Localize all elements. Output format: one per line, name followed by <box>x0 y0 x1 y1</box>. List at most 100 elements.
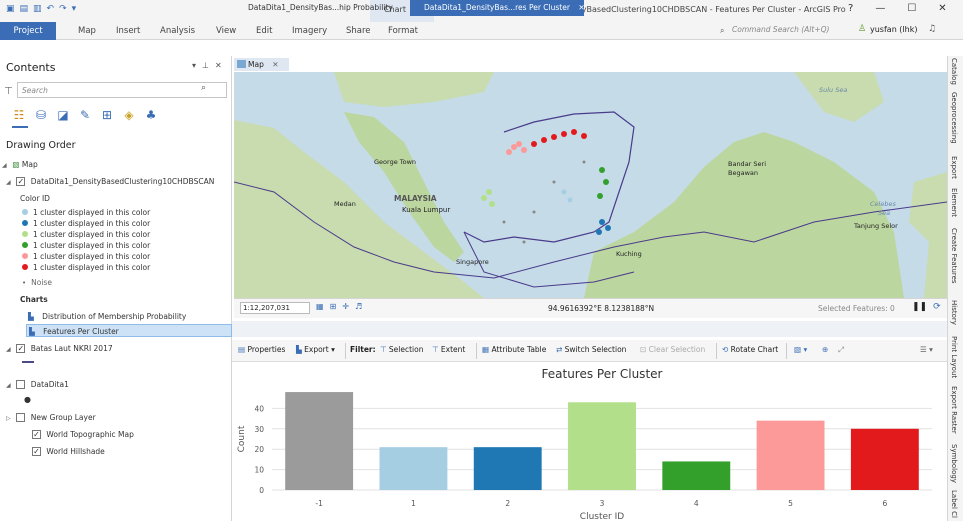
chart-context-label: Chart <box>384 5 406 14</box>
pane-options-icon[interactable]: ▾ <box>192 61 197 70</box>
refresh-icon[interactable]: ⟳ <box>933 302 941 312</box>
pin-icon[interactable]: ⊥ <box>202 61 209 70</box>
rail-create-features[interactable]: Create Features <box>950 228 958 284</box>
collapse-arrow-icon[interactable]: ▷ <box>6 415 11 422</box>
switch-selection-button[interactable]: ⇄ Switch Selection <box>556 345 627 354</box>
minimize-button[interactable]: — <box>875 3 886 14</box>
layer-visibility-checkbox[interactable]: ✓ <box>32 446 41 456</box>
symbology-icon[interactable]: ♣ <box>145 108 157 122</box>
selection-icon[interactable]: ◪ <box>57 108 69 122</box>
customize-qat-icon[interactable]: ▾ <box>71 4 77 14</box>
layer-visibility-checkbox[interactable] <box>16 412 26 422</box>
tab-share[interactable]: Share <box>346 26 371 36</box>
chart-item-distribution[interactable]: ▙ Distribution of Membership Probability <box>28 312 187 321</box>
contents-search-input[interactable]: Search <box>17 82 227 98</box>
undo-icon[interactable]: ↶ <box>46 4 55 14</box>
layer-visibility-checkbox[interactable]: ✓ <box>16 343 26 353</box>
layer-visibility-checkbox[interactable]: ✓ <box>32 429 41 439</box>
expand-arrow-icon[interactable]: ◢ <box>6 382 11 389</box>
map-icon: ▧ <box>12 160 20 169</box>
open-project-icon[interactable]: ▤ <box>19 4 29 14</box>
rail-export-raster[interactable]: Export Raster <box>950 386 958 434</box>
drawing-order-icon[interactable]: ☷ <box>13 108 25 122</box>
attribute-table-button[interactable]: ▦ Attribute Table <box>482 345 547 354</box>
rotate-chart-button[interactable]: ⟲ Rotate Chart <box>722 345 779 354</box>
pause-drawing-icon[interactable]: ❚❚ <box>912 302 928 312</box>
charts-heading: Charts <box>20 295 48 304</box>
layer-visibility-checkbox[interactable] <box>16 379 26 389</box>
help-button[interactable]: ? <box>848 3 854 14</box>
new-project-icon[interactable]: ▣ <box>6 4 15 14</box>
rail-history[interactable]: History <box>950 300 958 325</box>
rail-catalog[interactable]: Catalog <box>950 58 958 85</box>
filter-selection-button[interactable]: ⊤ Selection <box>380 345 424 354</box>
rail-label-class[interactable]: Label Cl <box>950 490 958 518</box>
layer-new-group[interactable]: ▷ New Group Layer <box>6 411 96 424</box>
chart-item-features-per-cluster[interactable]: ▙ Features Per Cluster <box>26 324 232 337</box>
snapping-icon[interactable]: ⊞ <box>101 108 113 122</box>
tab-close-icon[interactable]: ✕ <box>578 3 585 12</box>
fixed-zoom-icon[interactable]: ▦ <box>316 302 324 311</box>
notification-bell-icon[interactable]: ♫ <box>928 24 937 34</box>
filter-extent-icon: ⊤ <box>432 345 441 354</box>
map-label: Map <box>21 160 38 169</box>
layer-visibility-checkbox[interactable]: ✓ <box>16 176 26 186</box>
tab-edit[interactable]: Edit <box>256 26 273 36</box>
redo-icon[interactable]: ↷ <box>59 4 67 14</box>
rail-symbology[interactable]: Symbology <box>950 444 958 483</box>
map-view-tab[interactable]: Map ✕ <box>234 58 289 71</box>
editing-icon[interactable]: ✎ <box>79 108 91 122</box>
user-account[interactable]: yusfan (lhk) <box>870 25 918 34</box>
y-tick-label: 30 <box>254 425 264 434</box>
land-sumatra <box>234 120 484 298</box>
zoom-icon[interactable]: ⊕ <box>822 345 829 354</box>
tab-analysis[interactable]: Analysis <box>160 26 196 36</box>
tab-chart-features-per-cluster[interactable]: DataDita1_DensityBas...res Per Cluster ✕ <box>410 0 585 16</box>
navigate-icon[interactable]: ✛ <box>342 302 349 311</box>
map-tree-node[interactable]: ◢ ▧ Map <box>2 158 38 171</box>
search-icon[interactable]: ⌕ <box>201 83 207 93</box>
layer-world-hillshade[interactable]: ✓ World Hillshade <box>32 445 105 458</box>
tab-chart-membership[interactable]: DataDita1_DensityBas...hip Probability <box>248 3 393 12</box>
filter-extent-button[interactable]: ⊤ Extent <box>432 345 466 354</box>
rail-print-layout[interactable]: Print Layout <box>950 336 958 379</box>
tab-project[interactable]: Project <box>0 22 56 40</box>
tab-map[interactable]: Map <box>78 26 96 36</box>
data-source-icon[interactable]: ⛁ <box>35 108 47 122</box>
rail-export[interactable]: Export <box>950 156 958 179</box>
map-view[interactable]: Sulu Sea George Town MALAYSIA Kuala Lump… <box>234 72 947 298</box>
filter-icon[interactable]: ⊤ <box>4 86 13 97</box>
chart-select-tool[interactable]: ▧ ▾ <box>794 345 808 354</box>
audio-icon[interactable]: ♬ <box>354 302 363 311</box>
close-button[interactable]: ✕ <box>938 3 947 14</box>
scale-input[interactable]: 1:12,207,031 <box>240 302 310 314</box>
switch-icon: ⇄ <box>556 345 565 354</box>
map-status-bar <box>234 298 947 318</box>
export-button[interactable]: ▙ Export ▾ <box>296 345 335 354</box>
labeling-icon[interactable]: ◈ <box>124 108 134 122</box>
tab-insert[interactable]: Insert <box>116 26 141 36</box>
tab-format[interactable]: Format <box>388 26 418 36</box>
properties-button[interactable]: ▤ Properties <box>238 345 286 354</box>
layer-batas-laut[interactable]: ◢ ✓ Batas Laut NKRI 2017 <box>6 342 113 355</box>
layer-clustering[interactable]: ◢ ✓ DataDita1_DensityBasedClustering10CH… <box>6 175 214 188</box>
layer-datadita1[interactable]: ◢ DataDita1 <box>6 378 69 391</box>
tab-imagery[interactable]: Imagery <box>292 26 328 36</box>
clear-selection-button[interactable]: ⊡ Clear Selection <box>640 345 706 354</box>
map-label-sulu: Sulu Sea <box>819 86 848 94</box>
expand-arrow-icon[interactable]: ◢ <box>6 179 11 186</box>
rail-geoprocessing[interactable]: Geoprocessing <box>950 92 958 144</box>
rail-element[interactable]: Element <box>950 188 958 217</box>
restore-button[interactable]: ☐ <box>907 3 917 14</box>
command-search-input[interactable]: Command Search (Alt+Q) <box>732 25 830 34</box>
tab-close-icon[interactable]: ✕ <box>272 60 279 69</box>
tab-view[interactable]: View <box>216 26 237 36</box>
grid-icon[interactable]: ⊞ <box>329 302 337 311</box>
pane-close-icon[interactable]: ✕ <box>214 61 222 70</box>
chart-menu-icon[interactable]: ☰ ▾ <box>920 345 933 354</box>
expand-arrow-icon[interactable]: ◢ <box>2 162 7 169</box>
layer-world-topographic[interactable]: ✓ World Topographic Map <box>32 428 134 441</box>
expand-arrow-icon[interactable]: ◢ <box>6 346 11 353</box>
full-extent-icon[interactable]: ⤢ <box>838 345 844 354</box>
save-project-icon[interactable]: ▥ <box>33 4 42 14</box>
